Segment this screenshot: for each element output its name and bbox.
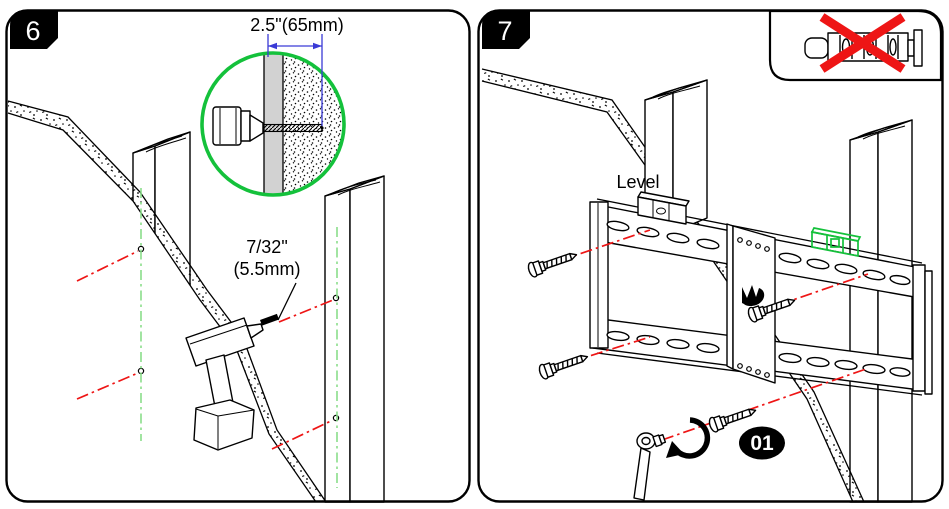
panel-step7: Level xyxy=(477,9,944,503)
drywall-surface xyxy=(482,81,853,502)
no-anchor-warning xyxy=(768,9,943,82)
svg-text:(5.5mm): (5.5mm) xyxy=(234,259,301,279)
pilot-hole xyxy=(332,294,340,302)
hole-depth-point xyxy=(320,126,324,130)
panel-step6: 2.5"(65mm) 7/32" (5.5mm) 6 xyxy=(5,9,471,503)
pilot-hole xyxy=(332,414,340,422)
wood-grain xyxy=(332,179,381,196)
bit-size-label: 7/32" (5.5mm) xyxy=(234,237,301,321)
hardware-badge-number: 01 xyxy=(750,432,774,455)
hardware-badge: 01 xyxy=(739,426,785,460)
wood-grain xyxy=(652,83,701,100)
inset-circle-ring xyxy=(200,51,346,197)
level-label: Level xyxy=(616,172,659,192)
plate-left-end xyxy=(589,201,609,349)
drill-bit-inset xyxy=(262,123,323,133)
drill-illustration xyxy=(185,313,279,451)
lag-bolt xyxy=(747,298,796,323)
drill-depth-inset xyxy=(200,51,346,197)
lag-bolt xyxy=(527,252,578,278)
wood-grain xyxy=(857,123,906,140)
top-rail-slots xyxy=(606,220,911,286)
plate-right-end xyxy=(912,264,926,392)
center-plate xyxy=(726,223,776,384)
brand-logo xyxy=(742,285,765,307)
svg-text:7/32": 7/32" xyxy=(246,237,287,257)
depth-dimension: 2.5"(65mm) xyxy=(250,15,344,126)
rotation-arrow xyxy=(666,417,711,459)
torn-drywall-edge xyxy=(7,100,327,503)
lag-bolt xyxy=(538,354,589,380)
lag-bolt xyxy=(708,408,757,433)
step-number: 7 xyxy=(497,16,512,46)
step-badge xyxy=(10,10,58,49)
lag-bolts xyxy=(527,252,796,433)
level-position-indicator xyxy=(810,227,862,258)
bottom-rail-slots xyxy=(606,330,911,377)
depth-dimension-label: 2.5"(65mm) xyxy=(250,15,343,35)
step-badge xyxy=(482,10,530,49)
wall-stud-right xyxy=(849,119,913,503)
red-x-icon xyxy=(819,13,906,73)
step-number: 6 xyxy=(25,16,40,46)
drill-chuck xyxy=(212,106,264,146)
wall-stud-right xyxy=(324,175,385,503)
drill-bit xyxy=(260,313,279,326)
socket-wrench xyxy=(633,432,667,501)
wall-plate xyxy=(589,191,933,396)
wood-grain xyxy=(140,135,187,153)
bubble-level xyxy=(637,191,690,225)
